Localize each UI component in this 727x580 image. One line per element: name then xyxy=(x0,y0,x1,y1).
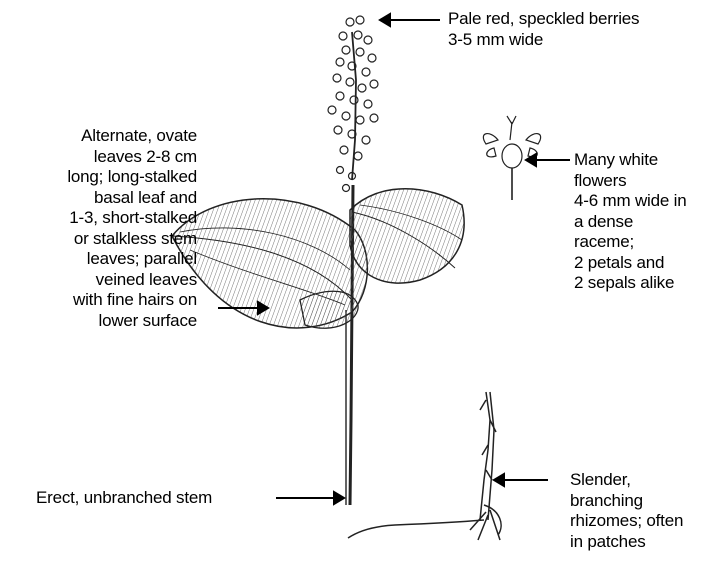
rhizome-illustration xyxy=(348,392,501,540)
rhizomes-line-2: branching xyxy=(570,491,683,512)
raceme-illustration xyxy=(328,16,378,192)
flowers-line-3: 4-6 mm wide in xyxy=(574,191,686,212)
flowers-line-4: a dense xyxy=(574,212,686,233)
berries-line-2: 3-5 mm wide xyxy=(448,30,639,51)
stem-label: Erect, unbranched stem xyxy=(36,488,212,509)
rhizomes-label: Slender, branching rhizomes; often in pa… xyxy=(570,470,683,552)
leaves-label: Alternate, ovate leaves 2-8 cm long; lon… xyxy=(67,126,197,331)
berries-line-1: Pale red, speckled berries xyxy=(448,9,639,30)
rhizomes-line-1: Slender, xyxy=(570,470,683,491)
leaves-line-3: long; long-stalked xyxy=(67,167,197,188)
flowers-label: Many white flowers 4-6 mm wide in a dens… xyxy=(574,150,686,294)
leaves-line-5: 1-3, short-stalked xyxy=(67,208,197,229)
flowers-line-7: 2 sepals alike xyxy=(574,273,686,294)
rhizomes-line-4: in patches xyxy=(570,532,683,553)
flowers-line-6: 2 petals and xyxy=(574,253,686,274)
leaves-line-6: or stalkless stem xyxy=(67,229,197,250)
berries-label: Pale red, speckled berries 3-5 mm wide xyxy=(448,9,639,50)
leaves-line-1: Alternate, ovate xyxy=(67,126,197,147)
leaves-line-7: leaves; parallel xyxy=(67,249,197,270)
leaves-line-2: leaves 2-8 cm xyxy=(67,147,197,168)
rhizomes-line-3: rhizomes; often xyxy=(570,511,683,532)
flowers-line-1: Many white xyxy=(574,150,686,171)
flowers-line-2: flowers xyxy=(574,171,686,192)
leaves-line-10: lower surface xyxy=(67,311,197,332)
flowers-line-5: raceme; xyxy=(574,232,686,253)
stem-line-1: Erect, unbranched stem xyxy=(36,488,212,509)
leaves-line-4: basal leaf and xyxy=(67,188,197,209)
leaves-line-8: veined leaves xyxy=(67,270,197,291)
leaf-illustration-right xyxy=(350,189,464,283)
leaves-line-9: with fine hairs on xyxy=(67,290,197,311)
